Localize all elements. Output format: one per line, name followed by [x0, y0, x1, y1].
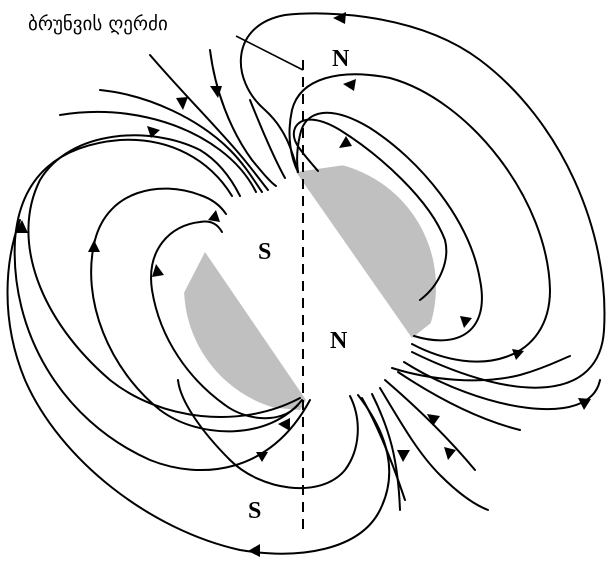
field-lines — [6, 12, 606, 555]
arrow-icon — [278, 418, 290, 431]
arrow-icon — [256, 452, 268, 462]
arrow-icon — [512, 349, 524, 360]
arrow-icon — [152, 264, 164, 277]
field-line — [209, 49, 277, 187]
field-line — [403, 361, 601, 410]
arrow-icon — [578, 398, 591, 410]
field-line — [391, 355, 571, 382]
field-line — [13, 138, 311, 471]
axis-leader-line — [235, 35, 304, 71]
field-line — [379, 387, 489, 511]
field-line — [90, 187, 303, 433]
arrow-icon — [333, 12, 346, 24]
magnetic-north-pole-label: N — [330, 328, 348, 354]
field-line — [397, 371, 521, 431]
arrow-icon — [427, 414, 440, 426]
field-direction-arrows — [15, 12, 591, 557]
field-line — [59, 110, 257, 193]
arrow-icon — [147, 126, 160, 138]
magnetic-south-pole-label: S — [258, 239, 271, 265]
arrow-icon — [208, 210, 220, 222]
field-line — [177, 379, 359, 490]
field-line — [150, 220, 299, 420]
arrow-icon — [248, 544, 260, 557]
geo-north-label: N — [332, 46, 350, 72]
field-line — [239, 12, 606, 389]
arrow-icon — [176, 97, 188, 110]
field-line — [149, 54, 269, 191]
field-line — [288, 73, 551, 363]
arrow-icon — [339, 136, 352, 148]
field-line — [296, 111, 483, 342]
geo-south-label: S — [248, 498, 261, 524]
field-line — [292, 118, 448, 301]
field-line — [99, 89, 263, 193]
rotation-axis-label: ბრუნვის ღერძი — [28, 13, 168, 35]
field-line — [27, 134, 301, 419]
field-line — [371, 393, 401, 511]
field-line — [384, 379, 476, 471]
arrow-icon — [444, 447, 456, 460]
field-line — [361, 397, 406, 501]
arrow-icon — [343, 79, 356, 91]
field-line — [6, 219, 391, 555]
arrow-icon — [88, 240, 100, 252]
arrow-icon — [210, 86, 222, 98]
arrow-icon — [15, 220, 28, 233]
arrow-icon — [397, 450, 410, 462]
field-line — [249, 99, 286, 179]
arrow-icon — [460, 316, 472, 328]
